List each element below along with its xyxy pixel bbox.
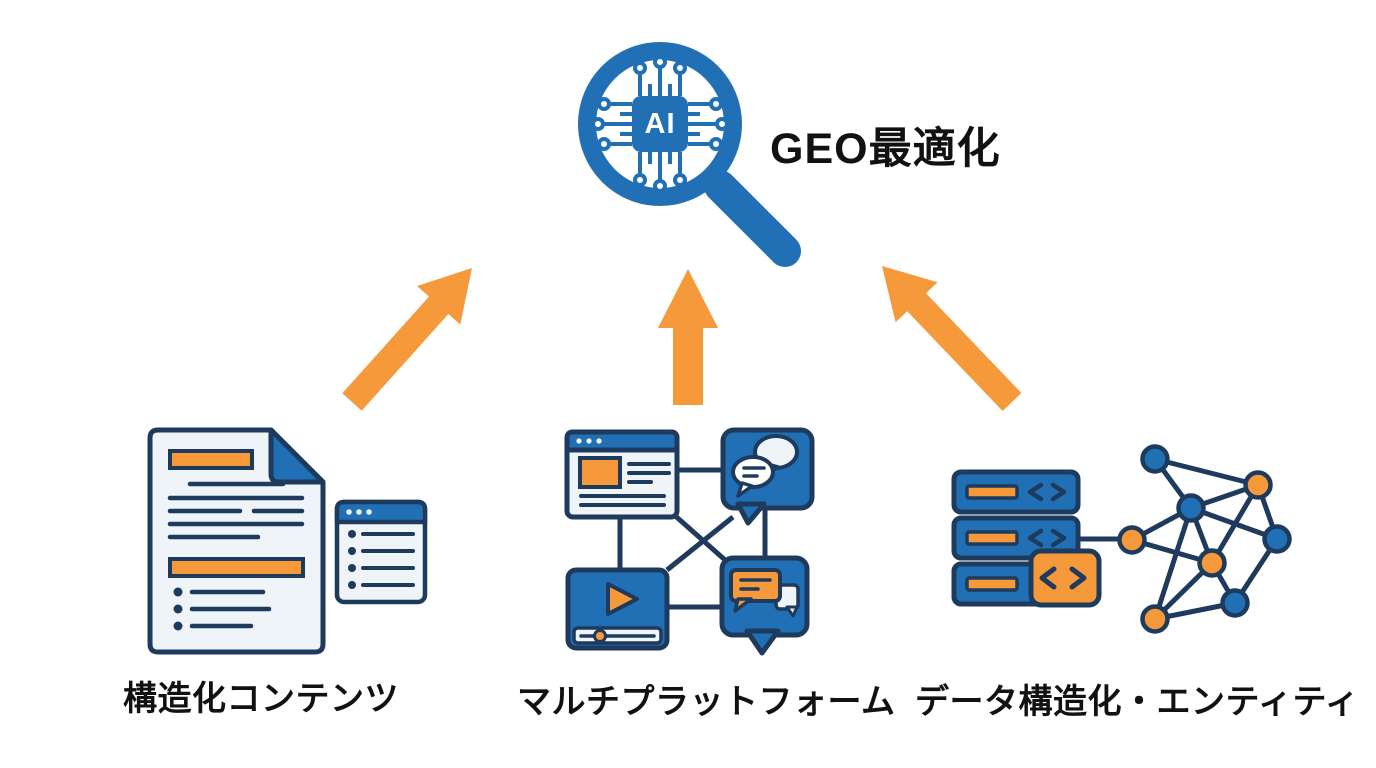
chip-circuit-traces <box>591 55 729 193</box>
ai-search-magnifier-icon <box>578 42 801 267</box>
arrow-up-left-icon <box>882 266 1022 411</box>
arrow-up-icon <box>658 269 718 405</box>
chat-bubbles-icon <box>720 427 815 526</box>
label-multi-platform: マルチプラットフォーム <box>517 683 896 721</box>
diagram-title: GEO最適化 <box>770 125 1001 173</box>
window-dots-icon <box>576 438 602 444</box>
progress-knob <box>593 629 607 643</box>
arrow-up-right-icon <box>342 268 472 411</box>
code-brackets-icon <box>1027 482 1067 548</box>
document-heading-bar <box>168 449 254 470</box>
document-fold-corner <box>268 427 326 485</box>
list-panel-rows <box>348 530 415 589</box>
ai-chip-label: AI <box>644 107 676 140</box>
document-highlight-bar <box>168 557 305 578</box>
video-player-icon <box>565 567 670 651</box>
list-panel <box>334 499 428 605</box>
server-knowledge-graph-icon <box>951 444 1292 634</box>
label-data-entity: データ構造化・エンティティ <box>915 683 1360 721</box>
message-bubbles-icon <box>719 555 810 656</box>
label-structured-content: 構造化コンテンツ <box>123 680 399 718</box>
graph-nodes <box>1117 444 1292 634</box>
arrows <box>342 266 1022 411</box>
connected-platforms-icon <box>564 427 815 656</box>
document-text-lines <box>167 481 305 540</box>
list-panel-header <box>334 499 428 525</box>
platform-connection-lines <box>617 467 768 610</box>
knowledge-graph-icon <box>1117 444 1292 634</box>
window-dots-icon <box>346 509 372 515</box>
play-icon <box>606 582 639 616</box>
code-box-icon <box>1028 548 1102 608</box>
ai-chip <box>632 96 688 152</box>
structured-document-icon <box>147 427 428 655</box>
magnifier-handle <box>704 170 801 267</box>
document-bullet-list <box>173 587 272 631</box>
browser-window-icon <box>564 429 680 520</box>
